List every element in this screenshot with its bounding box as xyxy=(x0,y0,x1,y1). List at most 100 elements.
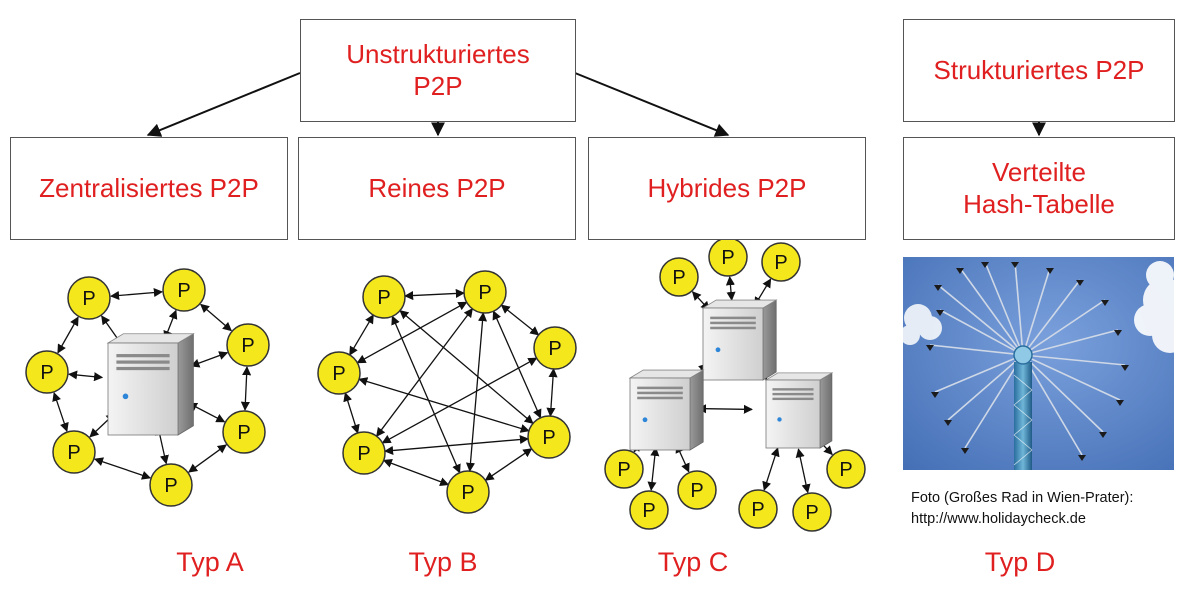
box-zentralisiert: Zentralisiertes P2P xyxy=(10,137,288,240)
cloud-icon-small xyxy=(900,304,942,345)
box-hybrid-label: Hybrides P2P xyxy=(647,172,807,203)
link-arrow xyxy=(465,312,488,472)
typ-d-label: Typ D xyxy=(984,547,1056,577)
peer-node: P xyxy=(67,276,111,320)
peer-node: P xyxy=(317,351,361,395)
box-reines: Reines P2P xyxy=(298,137,576,240)
peer-node: P xyxy=(604,449,644,489)
peer-node: P xyxy=(708,237,748,277)
link-arrow xyxy=(93,457,152,480)
peer-label: P xyxy=(721,247,734,269)
peer-node: P xyxy=(162,268,206,312)
box-dht: Verteilte Hash-Tabelle xyxy=(903,137,1175,240)
photo-caption: Foto (Großes Rad in Wien-Prater): http:/… xyxy=(911,488,1133,530)
link-arrow xyxy=(240,366,252,411)
peer-node: P xyxy=(792,492,832,532)
link-arrow xyxy=(546,368,558,417)
box-strukturiert: Strukturiertes P2P xyxy=(903,19,1175,122)
peer-node: P xyxy=(527,415,571,459)
peer-label: P xyxy=(548,338,561,360)
peer-node: P xyxy=(761,242,801,282)
server-icon xyxy=(628,369,705,451)
photo-riesenrad xyxy=(900,257,1188,470)
link-arrow xyxy=(190,351,229,368)
peer-node: P xyxy=(677,470,717,510)
link-arrow xyxy=(376,308,473,437)
arrow-root-to-zentral xyxy=(146,72,301,137)
box-dht-label: Verteilte Hash-Tabelle xyxy=(963,157,1115,219)
peer-label: P xyxy=(478,282,491,304)
peer-label: P xyxy=(164,475,177,497)
box-unstrukturiert: Unstrukturiertes P2P xyxy=(300,19,576,122)
box-zentralisiert-label: Zentralisiertes P2P xyxy=(39,172,259,203)
server-icon xyxy=(764,372,834,449)
network-typ-a: P P P P P P P xyxy=(25,268,270,507)
peer-node: P xyxy=(362,275,406,319)
peer-label: P xyxy=(357,443,370,465)
typ-c-label: Typ C xyxy=(657,547,729,577)
box-reines-label: Reines P2P xyxy=(368,172,506,203)
link-arrow xyxy=(404,288,465,301)
photo-caption-line1: Foto (Großes Rad in Wien-Prater): xyxy=(911,490,1134,506)
link-arrow xyxy=(110,287,163,301)
hierarchy-arrows xyxy=(146,72,1046,137)
peer-label: P xyxy=(461,482,474,504)
link-arrow xyxy=(725,276,736,302)
network-typ-b: P P P P P P P xyxy=(317,270,577,514)
photo-caption-line2: http://www.holidaycheck.de xyxy=(911,511,1086,528)
link-arrow xyxy=(349,314,374,356)
peer-label: P xyxy=(751,499,764,521)
peer-label: P xyxy=(690,480,703,502)
box-unstrukturiert-label: Unstrukturiertes P2P xyxy=(346,39,530,101)
peer-label: P xyxy=(237,422,250,444)
peer-label: P xyxy=(672,267,685,289)
peer-label: P xyxy=(82,288,95,310)
peer-node: P xyxy=(659,257,699,297)
link-arrow xyxy=(382,458,450,487)
peer-label: P xyxy=(40,362,53,384)
link-arrow xyxy=(199,303,233,332)
cloud-icon xyxy=(1134,261,1188,353)
peer-node: P xyxy=(25,350,69,394)
peer-label: P xyxy=(642,500,655,522)
peer-node: P xyxy=(226,323,270,367)
link-arrow xyxy=(762,447,780,491)
arrow-root-to-hybrid xyxy=(574,72,730,137)
link-arrow xyxy=(358,377,530,433)
peer-node: P xyxy=(446,470,490,514)
link-arrow xyxy=(384,434,529,456)
peer-node: P xyxy=(149,463,193,507)
link-arrow xyxy=(57,316,79,354)
link-arrow xyxy=(188,444,227,473)
box-strukturiert-label: Strukturiertes P2P xyxy=(933,54,1145,85)
peer-node: P xyxy=(826,449,866,489)
peer-label: P xyxy=(177,280,190,302)
peer-node: P xyxy=(463,270,507,314)
peer-node: P xyxy=(533,326,577,370)
link-arrow xyxy=(500,304,540,336)
link-arrow xyxy=(647,446,660,492)
link-arrow xyxy=(67,370,104,382)
peer-label: P xyxy=(617,459,630,481)
link-arrow xyxy=(343,392,360,434)
peer-node: P xyxy=(52,430,96,474)
peer-label: P xyxy=(332,363,345,385)
peer-label: P xyxy=(542,427,555,449)
peer-label: P xyxy=(67,442,80,464)
link-arrow xyxy=(484,448,533,481)
peer-node: P xyxy=(629,490,669,530)
peer-label: P xyxy=(241,335,254,357)
peer-node: P xyxy=(342,431,386,475)
peer-label: P xyxy=(805,502,818,524)
typ-b-label: Typ B xyxy=(408,547,478,577)
peer-label: P xyxy=(774,252,787,274)
link-arrow xyxy=(697,404,753,414)
link-arrow xyxy=(52,391,69,433)
typ-a-label: Typ A xyxy=(176,547,244,577)
tower-icon xyxy=(1014,362,1032,470)
link-arrow xyxy=(187,402,226,423)
server-icon xyxy=(106,333,195,436)
peer-label: P xyxy=(839,459,852,481)
